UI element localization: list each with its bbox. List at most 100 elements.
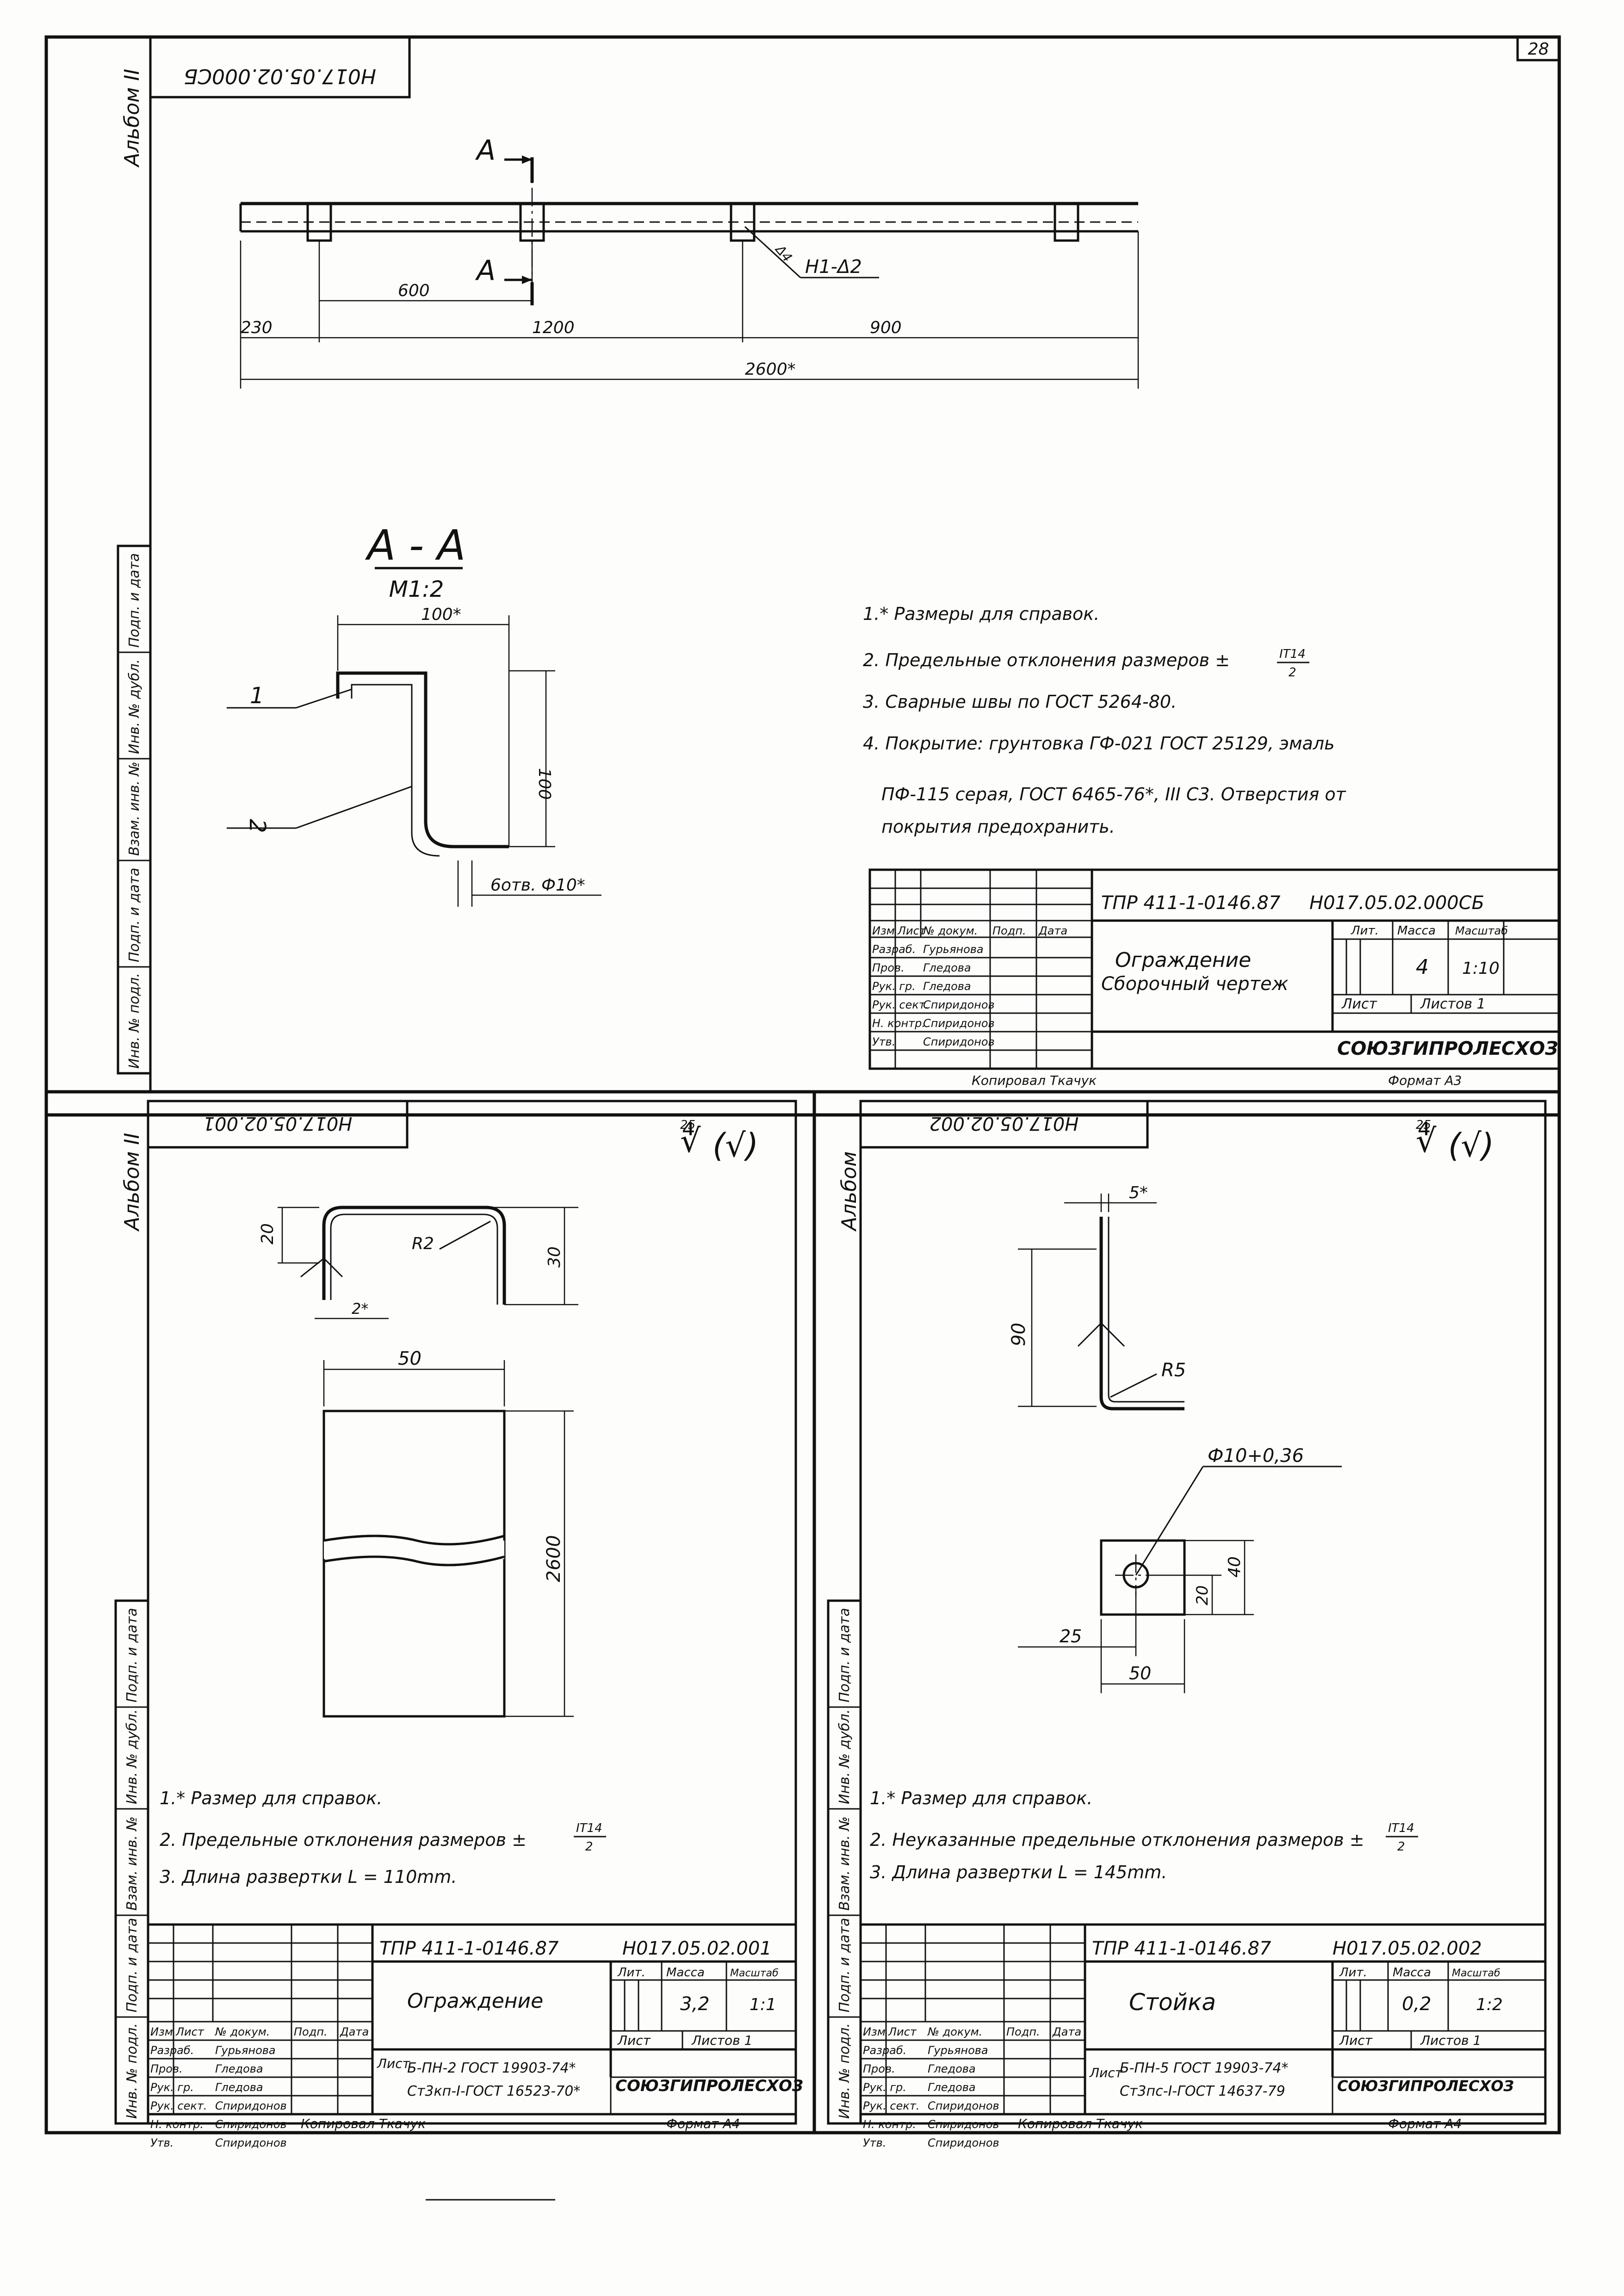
assembly-elevation: А А Н1-Δ2 Δ4 230 600 1200 900 2600* [239, 134, 1139, 389]
part-001-code-rotated: Н017.05.02.001 [203, 1113, 353, 1134]
assembly-format: Формат А3 [1388, 1073, 1462, 1088]
note-2-tolerance-num: IT14 [1279, 647, 1306, 661]
stamp-person: Гледова [928, 2062, 976, 2075]
assembly-stamp-subtitle: Сборочный чертеж [1101, 973, 1289, 995]
part-001-code-box [147, 1100, 409, 1149]
p1-dim-2600: 2600 [543, 1535, 564, 1582]
p1-tol-num: IT14 [576, 1821, 602, 1835]
album-label-left: Альбом II [120, 1133, 144, 1232]
stamp-header-cell: Подп. [294, 2025, 328, 2038]
section-marker-bottom: А [475, 254, 496, 287]
p1-stamp-scale-label: Масштаб [730, 1968, 779, 1979]
album-label-right: Альбом [837, 1151, 861, 1232]
p2-stamp-material-2: Ст3пс-I-ГОСТ 14637-79 [1120, 2083, 1285, 2099]
stamp-role: Пров. [863, 2062, 895, 2075]
p1-note-3: 3. Длина развертки L = 110mm. [160, 1867, 457, 1887]
stamp-role: Утв. [872, 1035, 895, 1048]
page-number: 28 [1528, 40, 1549, 59]
stamp-header-cell: Изм [872, 924, 895, 937]
part-002-inner-frame [859, 1100, 1547, 2125]
part-002-title-block: ТПР 411-1-0146.87 Н017.05.02.002 Стойка … [859, 1923, 1547, 2149]
stamp-person: Гурьянова [215, 2044, 276, 2057]
stamp-person: Гурьянова [928, 2044, 988, 2057]
note-4: 4. Покрытие: грунтовка ГФ-021 ГОСТ 25129… [863, 733, 1335, 754]
part-002-frame [812, 1090, 1561, 2135]
assembly-stamp-lit-label: Лит. [1351, 924, 1379, 938]
p2-stamp-sheet-2: Лист [1089, 2065, 1123, 2080]
stamp-role: Рук. гр. [872, 980, 916, 993]
p2-note-2: 2. Неуказанные предельные отклонения раз… [870, 1830, 1364, 1850]
roughness-mark: ∜ [680, 1122, 701, 1160]
p1-stamp-mass: 3,2 [680, 1993, 710, 2015]
p1-note-1: 1.* Размер для справок. [160, 1788, 382, 1808]
assembly-copied: Копировал Ткачук [972, 1073, 1097, 1088]
stamp-role: Утв. [863, 2136, 886, 2149]
side-label: Инв. № подл. [837, 2023, 853, 2119]
assembly-inner-frame [149, 36, 1561, 1093]
part-002-code-box [859, 1100, 1149, 1149]
stamp-role: Рук. сект. [863, 2099, 920, 2112]
stamp-header-cell: Подп. [1006, 2025, 1040, 2038]
stamp-person: Спиридонов [928, 2118, 999, 2131]
weld-label-2: Δ4 [772, 241, 795, 265]
p2-dim-hole: Ф10+0,36 [1208, 1445, 1304, 1467]
p1-note-2: 2. Предельные отклонения размеров ± [160, 1830, 527, 1850]
p2-stamp-sheets: Листов 1 [1420, 2033, 1481, 2048]
stamp-header-cell: Изм [150, 2025, 173, 2038]
p2-dim-40: 40 [1225, 1556, 1244, 1578]
stamp-role: Рук. сект. [150, 2099, 207, 2112]
stamp-person: Спиридонов [215, 2136, 287, 2149]
p2-plate [1100, 1539, 1186, 1616]
stamp-header-cell: Дата [1038, 924, 1067, 937]
side-label: Инв. № дубл. [126, 659, 143, 754]
side-label: Инв. № подл. [126, 973, 143, 1069]
p2-stamp-mass: 0,2 [1402, 1993, 1432, 2015]
stamp-person: Спиридонов [923, 1035, 995, 1048]
p1-dim-20: 20 [258, 1223, 277, 1244]
dim-600: 600 [398, 281, 430, 300]
stamp-person: Спиридонов [923, 998, 995, 1011]
p2-tol-num: IT14 [1388, 1821, 1414, 1835]
stamp-role: Разраб. [863, 2044, 906, 2057]
part-001-roughness: 25 [680, 1118, 695, 1132]
p1-stamp-title: Ограждение [407, 1989, 543, 2013]
stamp-role: Рук. гр. [150, 2081, 194, 2094]
assembly-stamp-sheets: Листов 1 [1420, 996, 1486, 1012]
part-002-drawing: ∜ 25 (√) 5* 90 R5 Ф10+0,36 40 20 2 [1008, 1118, 1494, 1693]
assembly-stamp-code: Н017.05.02.000СБ [1309, 892, 1484, 914]
section-a-a: А - А М1:2 100* 100 6отв. Ф10* 1 2 [227, 521, 601, 907]
side-label: Взам. инв. № [124, 1816, 140, 1911]
position-1: 1 [250, 683, 264, 709]
p2-dim-20: 20 [1193, 1585, 1212, 1605]
side-label: Подп. и дата [126, 553, 143, 648]
p2-stamp-mass-label: Масса [1393, 1966, 1431, 1980]
assembly-stamp-mass-label: Масса [1397, 924, 1436, 938]
p1-stamp-sheets: Листов 1 [691, 2033, 752, 2048]
p1-stamp-org: СОЮЗГИПРОЛЕСХОЗ [615, 2077, 803, 2095]
dim-900: 900 [870, 318, 902, 337]
note-4-cont-2: покрытия предохранить. [881, 817, 1115, 837]
stamp-role: Н. контр. [872, 1017, 925, 1030]
assembly-stamp-org: СОЮЗГИПРОЛЕСХОЗ [1337, 1038, 1558, 1059]
stamp-header-cell: Дата [1052, 2025, 1081, 2038]
side-label: Инв. № подл. [124, 2023, 140, 2119]
stamp-role: Рук. гр. [863, 2081, 906, 2094]
note-2: 2. Предельные отклонения размеров ± [863, 650, 1230, 670]
stamp-header-cell: № докум. [927, 2025, 982, 2038]
p1-stamp-lit-label: Лит. [617, 1966, 645, 1980]
part-001-side-stamp: Подп. и дата Инв. № дубл. Взам. инв. № П… [114, 1599, 149, 2125]
section-scale: М1:2 [389, 576, 444, 602]
stamp-person: Спиридонов [923, 1017, 995, 1030]
assembly-stamp-scale: 1:10 [1462, 959, 1500, 978]
stamp-role: Пров. [872, 961, 905, 974]
assembly-code-box [149, 36, 411, 99]
assembly-stamp-scale-label: Масштаб [1455, 924, 1508, 937]
p2-dim-25: 25 [1060, 1626, 1082, 1646]
side-label: Инв. № дубл. [124, 1709, 140, 1804]
p1-stamp-scale: 1:1 [750, 1995, 776, 2014]
part-001-drawing: ∜ 25 (√) 20 30 R2 2* 50 2600 [258, 1118, 758, 1718]
side-label: Подп. и дата [837, 1918, 853, 2012]
